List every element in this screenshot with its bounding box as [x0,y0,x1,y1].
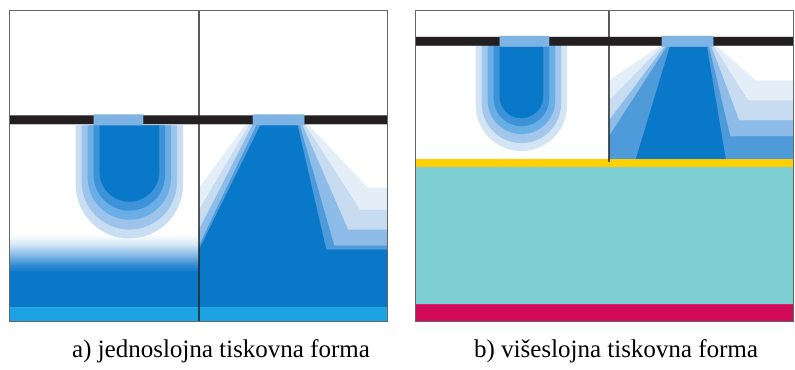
mask-opening-left [499,35,550,47]
mask-bar [416,36,793,46]
bottom-polymer-left [10,271,199,308]
cyan-layer [416,166,793,305]
yellow-layer [416,159,793,167]
drop-exposure-left [475,43,568,152]
bottom-polymer-glow-left [10,234,199,275]
mask-opening-right [661,35,714,47]
cone-exposure-right [198,120,387,308]
drop-exposure-left [75,125,184,239]
caption-multi-layer: b) višeslojna tiskovna forma [474,336,758,363]
cone-exposure-right [608,43,793,163]
mask-opening-left [93,114,144,126]
caption-single-layer: a) jednoslojna tiskovna forma [72,336,370,363]
magenta-layer [416,304,793,321]
mask-opening-right [252,114,305,126]
single-layer-plate-diagram [9,10,388,322]
multi-layer-plate-diagram [415,10,794,322]
single-layer-plate-svg [10,11,387,321]
multi-layer-plate-svg [416,11,793,321]
